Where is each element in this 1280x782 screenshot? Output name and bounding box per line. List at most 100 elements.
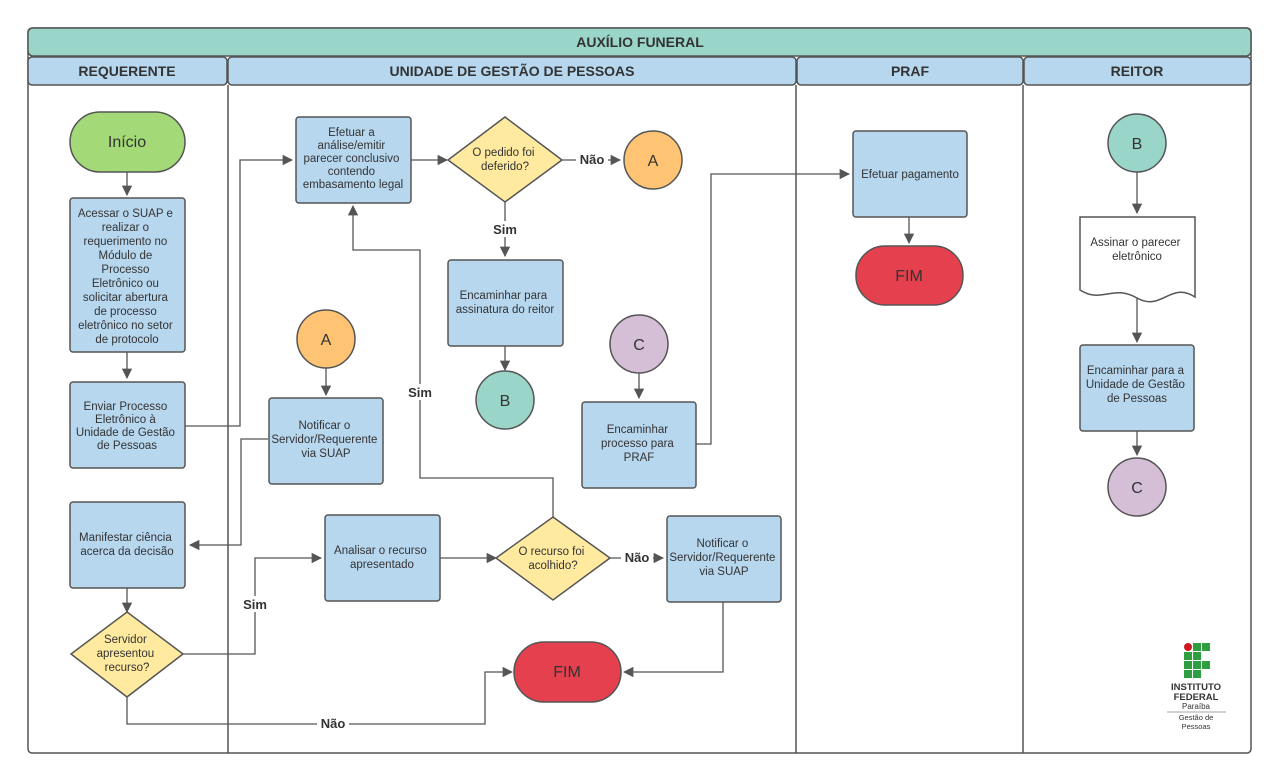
document-shape <box>1079 216 1196 303</box>
node-connector-c-reitor[interactable]: C <box>1107 457 1167 517</box>
node-assinar-parecer[interactable]: Assinar o parecer eletrônico <box>1079 216 1196 303</box>
connector-circle <box>1107 457 1167 517</box>
node-encaminhar-ugp[interactable]: Encaminhar para a Unidade de Gestão de P… <box>1079 344 1195 432</box>
node-acessar-suap[interactable]: Acessar o SUAP e realizar o requerimento… <box>69 197 186 353</box>
pool-title: AUXÍLIO FUNERAL <box>27 27 1252 57</box>
lane-header-reitor <box>1023 56 1252 86</box>
node-label-efetuar-analise: Efetuar a análise/emitir parecer conclus… <box>303 127 403 191</box>
connector-circle <box>609 314 669 374</box>
node-label-fim-praf: FIM <box>895 268 923 285</box>
lane-header-praf <box>796 56 1024 86</box>
logo-line4: Gestão de <box>1179 713 1214 722</box>
node-fim-praf[interactable]: FIM <box>855 245 964 306</box>
edge-enviar-analise <box>185 154 294 427</box>
node-pedido-deferido[interactable]: O pedido foi deferido? <box>446 116 564 203</box>
pool-title-bg <box>27 27 1252 57</box>
edge-servidor-fim <box>126 666 514 725</box>
lane-label-ugp: UNIDADE DE GESTÃO DE PESSOAS <box>389 62 634 79</box>
connector-label-a-top: A <box>648 153 659 170</box>
connector-label-b-reitor: B <box>1132 136 1143 153</box>
node-label-fim-ugp: FIM <box>553 664 581 681</box>
node-connector-b-mid[interactable]: B <box>475 370 535 430</box>
logo-line1: INSTITUTO <box>1171 682 1221 693</box>
node-efetuar-analise[interactable]: Efetuar a análise/emitir parecer conclus… <box>295 116 412 204</box>
node-label-encaminhar-praf: Encaminhar processo para PRAF <box>601 424 677 464</box>
logo-line5: Pessoas <box>1182 722 1211 731</box>
node-fim-ugp[interactable]: FIM <box>513 641 622 703</box>
process-box <box>69 501 186 589</box>
edge-notificar-fim <box>622 602 724 678</box>
lane-dividers <box>227 85 1024 753</box>
lane-label-reitor: REITOR <box>1111 63 1164 79</box>
process-box <box>447 259 564 347</box>
node-label-recurso-acolhido: O recurso foi acolhido? <box>518 546 587 572</box>
node-notificar-2[interactable]: Notificar o Servidor/Requerente via SUAP <box>666 515 782 603</box>
process-box <box>581 401 697 489</box>
node-recurso-acolhido[interactable]: O recurso foi acolhido? <box>494 516 612 601</box>
edge-label-bg <box>240 596 270 612</box>
node-notificar-1[interactable]: Notificar o Servidor/Requerente via SUAP <box>268 397 384 485</box>
edge-label-bg <box>405 384 435 400</box>
connector-circle <box>475 370 535 430</box>
edge-notificar-manifestar <box>188 438 268 551</box>
node-inicio[interactable]: Início <box>69 111 186 173</box>
node-label-enviar: Enviar Processo Eletrônico à Unidade de … <box>76 401 178 452</box>
lane-label-requerente: REQUERENTE <box>78 63 175 79</box>
process-box <box>69 381 186 469</box>
decision-diamond <box>446 116 564 203</box>
node-connector-b-reitor[interactable]: B <box>1107 113 1167 173</box>
process-box <box>268 397 384 485</box>
logo-square <box>1193 652 1201 660</box>
logo-square <box>1193 661 1201 669</box>
process-box <box>69 197 186 353</box>
node-manifestar-ciencia[interactable]: Manifestar ciência acerca da decisão <box>69 501 186 589</box>
decision-diamond <box>69 611 185 698</box>
edge-label-bg <box>621 549 653 565</box>
logo-square <box>1184 670 1192 678</box>
logo-square <box>1184 661 1192 669</box>
node-connector-c-mid[interactable]: C <box>609 314 669 374</box>
lane-header-ugp <box>227 56 797 86</box>
node-analisar-recurso[interactable]: Analisar o recurso apresentado <box>324 514 441 602</box>
connector-label-a-mid: A <box>321 332 332 349</box>
node-encaminhar-reitor[interactable]: Encaminhar para assinatura do reitor <box>447 259 564 347</box>
node-label-servidor: Servidor apresentou recurso? <box>97 634 158 674</box>
node-label-efetuar-pagamento: Efetuar pagamento <box>861 169 959 181</box>
process-box <box>666 515 782 603</box>
ifpb-logo: INSTITUTO FEDERAL Paraíba Gestão de Pess… <box>1167 643 1226 731</box>
node-label-inicio: Início <box>108 134 146 151</box>
edge-labels: Não Sim Sim Não Sim Não <box>240 151 653 731</box>
start-terminal <box>69 111 186 173</box>
node-connector-a-mid[interactable]: A <box>296 309 356 369</box>
process-box <box>295 116 412 204</box>
node-connector-a-top[interactable]: A <box>623 130 683 190</box>
logo-square <box>1193 670 1201 678</box>
connector-circle <box>623 130 683 190</box>
node-servidor-recurso[interactable]: Servidor apresentou recurso? <box>69 611 185 698</box>
connector-circle <box>296 309 356 369</box>
edge-recurso-analise <box>347 204 554 517</box>
edges <box>121 154 1143 725</box>
end-terminal <box>855 245 964 306</box>
node-label-encaminhar-ugp: Encaminhar para a Unidade de Gestão de P… <box>1086 365 1188 405</box>
edge-label-sim-pedido: Sim <box>493 222 517 237</box>
process-box <box>1079 344 1195 432</box>
lane-label-praf: PRAF <box>891 63 930 79</box>
node-label-manifestar: Manifestar ciência acerca da decisão <box>79 532 175 558</box>
edge-label-sim-recurso-acolhido: Sim <box>408 385 432 400</box>
node-encaminhar-praf[interactable]: Encaminhar processo para PRAF <box>581 401 697 489</box>
connector-label-c-reitor: C <box>1131 480 1143 497</box>
lane-header-requerente <box>27 56 228 86</box>
edge-label-nao-recurso-acolhido: Não <box>625 550 650 565</box>
connector-label-c-mid: C <box>633 337 645 354</box>
process-box <box>852 130 968 218</box>
edge-label-sim-servidor: Sim <box>243 597 267 612</box>
node-efetuar-pagamento[interactable]: Efetuar pagamento <box>852 130 968 218</box>
edge-encaminhar-praf <box>696 168 851 445</box>
node-label-acessar: Acessar o SUAP e realizar o requerimento… <box>78 208 176 346</box>
node-enviar-processo[interactable]: Enviar Processo Eletrônico à Unidade de … <box>69 381 186 469</box>
edge-label-bg <box>576 151 608 167</box>
logo-square <box>1184 652 1192 660</box>
process-box <box>324 514 441 602</box>
